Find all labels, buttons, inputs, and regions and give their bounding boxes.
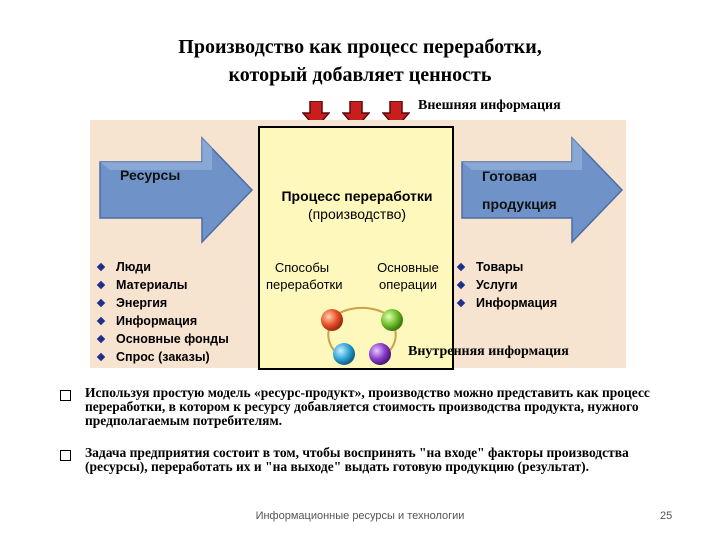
checkbox-bullet-icon xyxy=(60,390,71,401)
bullet-diamond-icon xyxy=(96,334,106,344)
external-info-label: Внешняя информация xyxy=(418,98,561,113)
methods-caption: Способы переработки xyxy=(266,260,343,292)
inputs-list: Люди Материалы Энергия Информация Основн… xyxy=(96,258,229,366)
page-number: 25 xyxy=(660,510,673,522)
bullet-diamond-icon xyxy=(96,262,106,272)
products-arrow-icon xyxy=(461,136,624,244)
bullet-paragraph: Используя простую модель «ресурс-продукт… xyxy=(60,386,680,428)
bullet-diamond-icon xyxy=(96,352,106,362)
list-item: Энергия xyxy=(96,294,229,312)
process-title: Процесс переработки xyxy=(281,188,433,204)
list-item: Товары xyxy=(456,258,557,276)
operations-caption: Основные операции xyxy=(377,260,439,292)
resources-arrow-icon xyxy=(99,136,254,244)
list-item: Услуги xyxy=(456,276,557,294)
circle-purple xyxy=(369,343,391,365)
footer-text: Информационные ресурсы и технологии xyxy=(255,510,465,522)
list-item: Основные фонды xyxy=(96,330,229,348)
cycle-circles-icon xyxy=(321,306,403,365)
products-arrow-label-2: продукция xyxy=(482,196,557,212)
list-item: Спрос (заказы) xyxy=(96,348,229,366)
internal-info-label: Внутренняя информация xyxy=(408,344,569,359)
products-arrow-label-1: Готовая xyxy=(482,168,538,184)
checkbox-bullet-icon xyxy=(60,450,71,461)
process-box xyxy=(258,126,454,370)
bullet-paragraph: Задача предприятия состоит в том, чтобы … xyxy=(60,446,680,474)
bullet-diamond-icon xyxy=(96,280,106,290)
bullet-diamond-icon xyxy=(96,298,106,308)
process-subtitle: (производство) xyxy=(307,206,407,222)
bullet-diamond-icon xyxy=(456,298,466,308)
bullet-diamond-icon xyxy=(456,262,466,272)
slide-title-line-2: который добавляет ценность xyxy=(228,64,492,86)
list-item: Люди xyxy=(96,258,229,276)
list-item: Информация xyxy=(456,294,557,312)
circle-green xyxy=(381,309,403,331)
circle-orange xyxy=(321,309,343,331)
slide-title-line-1: Производство как процесс переработки, xyxy=(178,36,542,58)
resources-arrow-label: Ресурсы xyxy=(120,167,181,183)
bullet-diamond-icon xyxy=(96,316,106,326)
list-item: Информация xyxy=(96,312,229,330)
circle-blue xyxy=(333,343,355,365)
outputs-list: Товары Услуги Информация xyxy=(456,258,557,312)
list-item: Материалы xyxy=(96,276,229,294)
bullet-diamond-icon xyxy=(456,280,466,290)
